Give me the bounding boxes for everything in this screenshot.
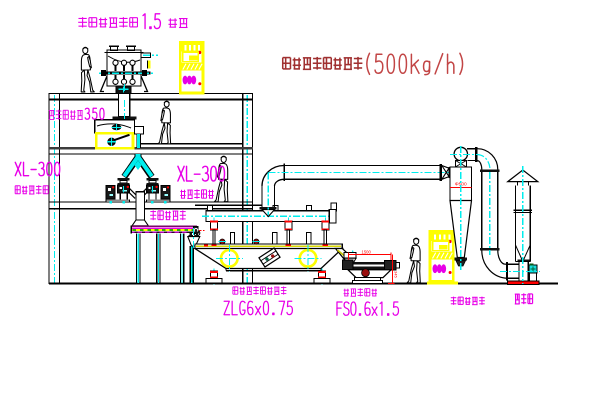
- svg-text:1500: 1500: [362, 250, 372, 255]
- svg-text:345: 345: [394, 271, 399, 278]
- svg-text:Φ500: Φ500: [455, 182, 467, 188]
